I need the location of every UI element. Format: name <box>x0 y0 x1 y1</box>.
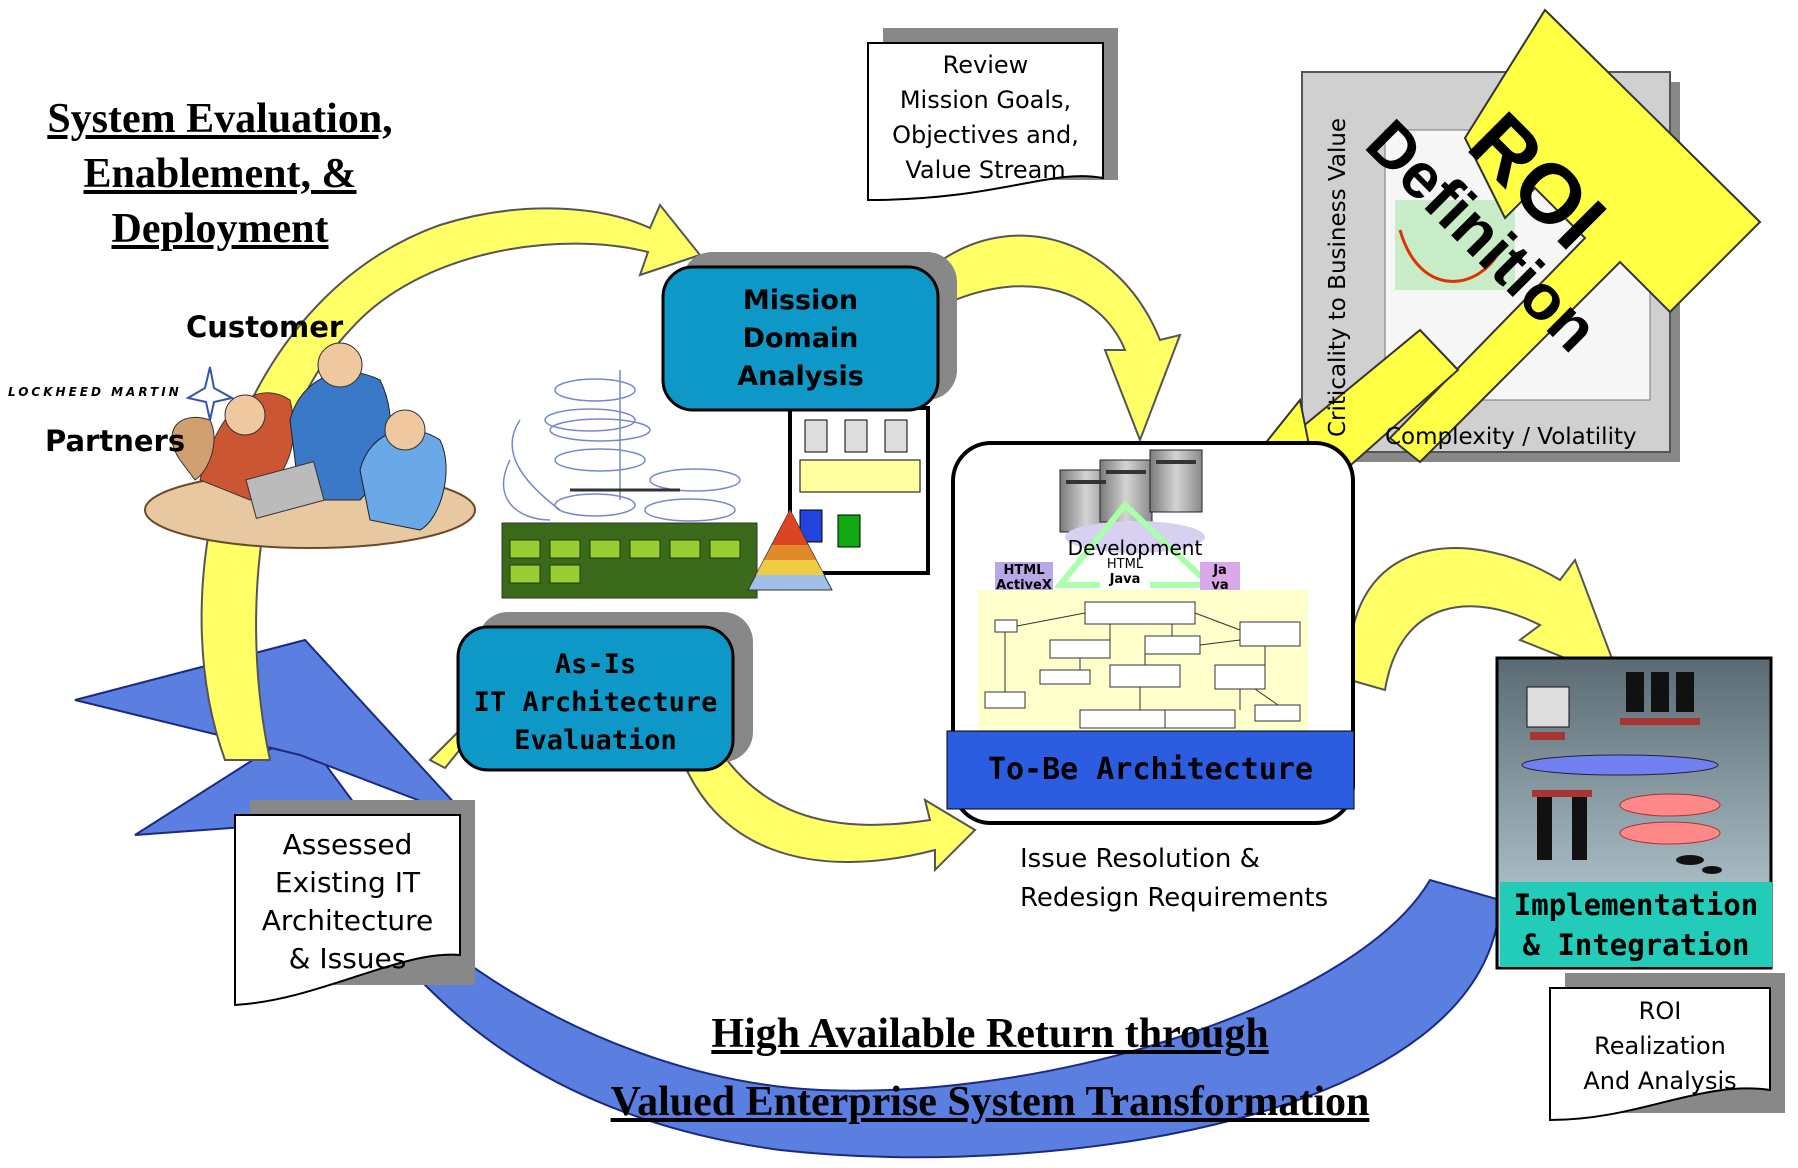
mission-box-line: Mission <box>742 285 859 316</box>
impl-network-icons <box>1521 672 1722 874</box>
mission-box-line: Domain <box>742 323 859 354</box>
title-line-3: Deployment <box>111 206 329 252</box>
impl-label-line: & Integration <box>1522 928 1750 962</box>
server-icons <box>1059 449 1203 533</box>
collage-bar <box>799 459 921 493</box>
business-process-panel <box>501 522 758 599</box>
blue-return-arrow <box>134 728 1502 1159</box>
matrix-curve <box>1398 229 1502 283</box>
impl-label-line: Implementation <box>1513 888 1759 922</box>
review-note-line: Objectives and, <box>892 121 1079 149</box>
cube-3 <box>884 419 908 453</box>
roi-note-text: ROI Realization And Analysis <box>1550 994 1770 1099</box>
lockheed-logo: LOCKHEED MARTIN <box>8 385 182 399</box>
cube-blue <box>799 509 823 543</box>
page-title: System Evaluation, Enablement, & Deploym… <box>10 92 430 257</box>
java-tag <box>1200 562 1240 594</box>
asis-box-line: IT Architecture <box>473 687 718 718</box>
html-java-line: HTML <box>1106 557 1144 572</box>
matrix-x-axis-label: Complexity / Volatility <box>1385 424 1637 450</box>
mission-box-label: Mission Domain Analysis <box>663 282 938 396</box>
yellow-arrow-mission-to-tobe <box>943 234 1182 443</box>
matrix-green-region <box>1395 200 1515 290</box>
assessed-note-text: Assessed Existing IT Architecture & Issu… <box>235 826 460 978</box>
asis-box-line: Evaluation <box>514 725 677 756</box>
review-note-line: Value Stream <box>905 156 1066 184</box>
title-line-1: System Evaluation, <box>47 96 393 142</box>
issue-line: Issue Resolution & <box>1020 844 1260 874</box>
business-process-blocks <box>509 539 741 584</box>
impl-label-bar <box>1500 882 1772 967</box>
asis-box <box>456 625 735 772</box>
review-note-line: Review <box>942 51 1029 79</box>
tobe-label-bar <box>946 730 1355 810</box>
blue-arrow-head <box>74 638 471 821</box>
roi-note-line: ROI <box>1638 997 1682 1025</box>
assessed-note-line: & Issues <box>288 942 407 975</box>
flow-sketch <box>502 370 741 522</box>
html-activex-line: HTML <box>1003 563 1045 578</box>
html-java-label: HTML Java <box>1100 557 1150 587</box>
roi-note <box>1549 973 1785 1122</box>
lockheed-star-icon <box>185 366 235 421</box>
issue-line: Redesign Requirements <box>1020 883 1329 913</box>
cube-2 <box>844 419 868 453</box>
class-diagram-links <box>1004 612 1279 710</box>
cube-1 <box>804 419 828 453</box>
java-label: Ja va <box>1200 563 1240 593</box>
issue-text: Issue Resolution & Redesign Requirements <box>1020 840 1360 918</box>
tobe-label: To-Be Architecture <box>987 752 1314 787</box>
partners-label: Partners <box>45 424 186 458</box>
html-activex-tag <box>995 562 1053 594</box>
assessed-note-line: Architecture <box>261 904 434 937</box>
review-note-text: Review Mission Goals, Objectives and, Va… <box>868 48 1103 188</box>
development-label: Development <box>1067 536 1203 560</box>
mission-box-line: Analysis <box>737 361 864 392</box>
assessed-note-line: Existing IT <box>274 866 421 899</box>
bottom-title: High Available Return through Valued Ent… <box>530 1000 1450 1136</box>
roi-note-line: Realization <box>1594 1032 1726 1060</box>
bottom-title-line-1: High Available Return through <box>711 1011 1269 1057</box>
impl-label: Implementation & Integration <box>1500 885 1772 965</box>
pyramid-icon <box>747 508 833 591</box>
mission-box <box>661 265 940 412</box>
bottom-title-line-2: Valued Enterprise System Transformation <box>610 1079 1370 1125</box>
review-note-line: Mission Goals, <box>899 86 1072 114</box>
html-activex-label: HTML ActiveX <box>995 563 1053 593</box>
title-line-2: Enablement, & <box>83 151 357 197</box>
asis-box-label: As-Is IT Architecture Evaluation <box>448 646 743 760</box>
review-note <box>867 28 1118 202</box>
cube-green <box>837 514 861 548</box>
java-line: va <box>1211 578 1229 593</box>
assessed-note <box>234 800 475 1007</box>
customer-label: Customer <box>186 310 344 344</box>
java-line: Ja <box>1213 563 1227 578</box>
yellow-arrow-tobe-to-impl <box>1348 547 1622 692</box>
assessed-note-line: Assessed <box>282 828 413 861</box>
matrix-y-axis-label: Criticality to Business Value Stream <box>1325 117 1351 437</box>
people-illustration <box>144 342 476 549</box>
html-java-line: Java <box>1109 572 1141 587</box>
asis-box-line: As-Is <box>554 649 637 680</box>
html-java-tag <box>1100 556 1150 588</box>
html-activex-line: ActiveX <box>996 578 1052 593</box>
roi-note-line: And Analysis <box>1583 1067 1737 1095</box>
